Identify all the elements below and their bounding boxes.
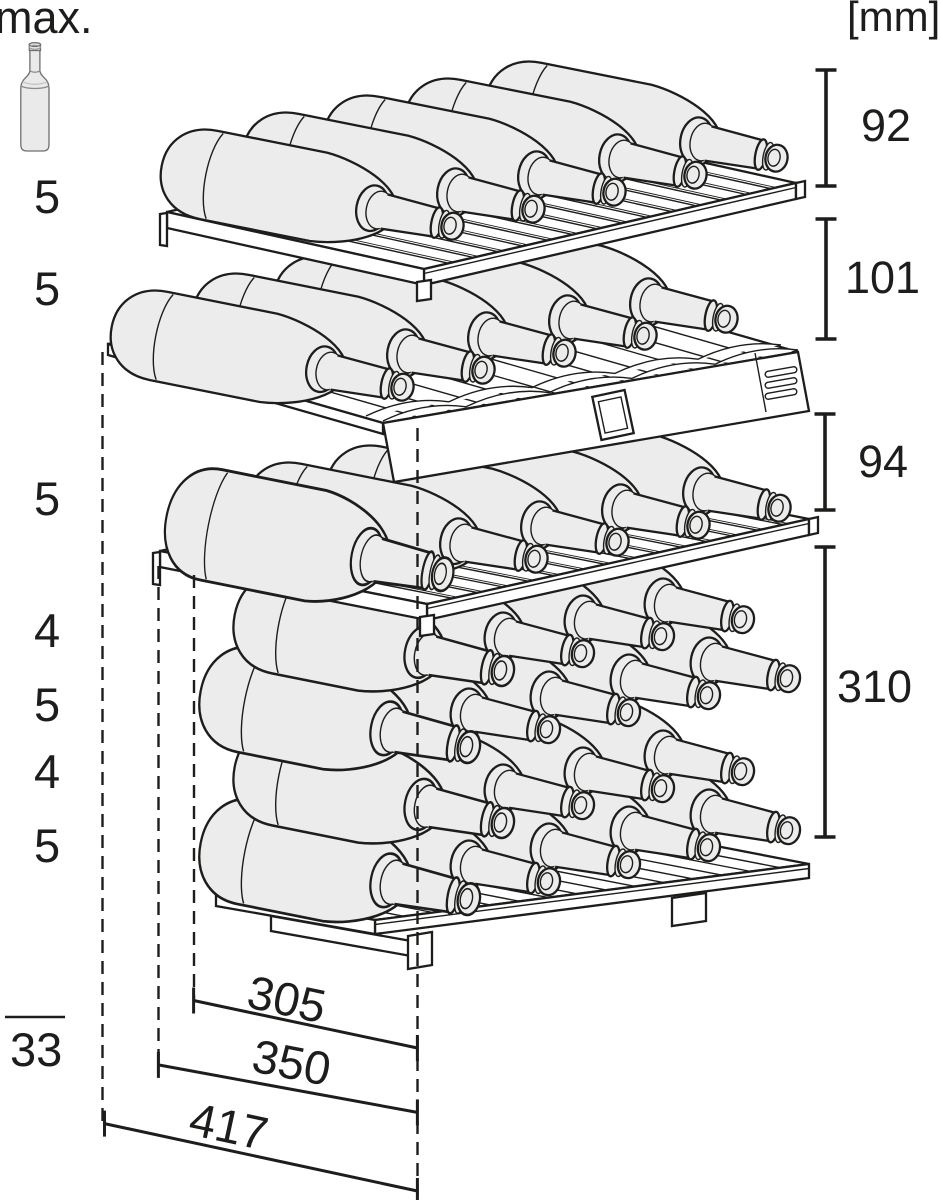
svg-text:5: 5 xyxy=(34,819,60,872)
svg-text:94: 94 xyxy=(858,436,908,487)
svg-text:92: 92 xyxy=(861,100,911,151)
svg-text:4: 4 xyxy=(34,745,60,798)
svg-text:[mm]: [mm] xyxy=(847,0,940,40)
svg-text:4: 4 xyxy=(34,604,60,657)
svg-text:33: 33 xyxy=(10,1023,62,1076)
svg-text:5: 5 xyxy=(34,262,60,315)
svg-text:5: 5 xyxy=(34,472,60,525)
svg-text:5: 5 xyxy=(34,678,60,731)
svg-text:101: 101 xyxy=(845,252,920,303)
svg-text:max.: max. xyxy=(0,0,93,43)
svg-text:310: 310 xyxy=(837,661,912,712)
svg-text:5: 5 xyxy=(34,170,60,223)
